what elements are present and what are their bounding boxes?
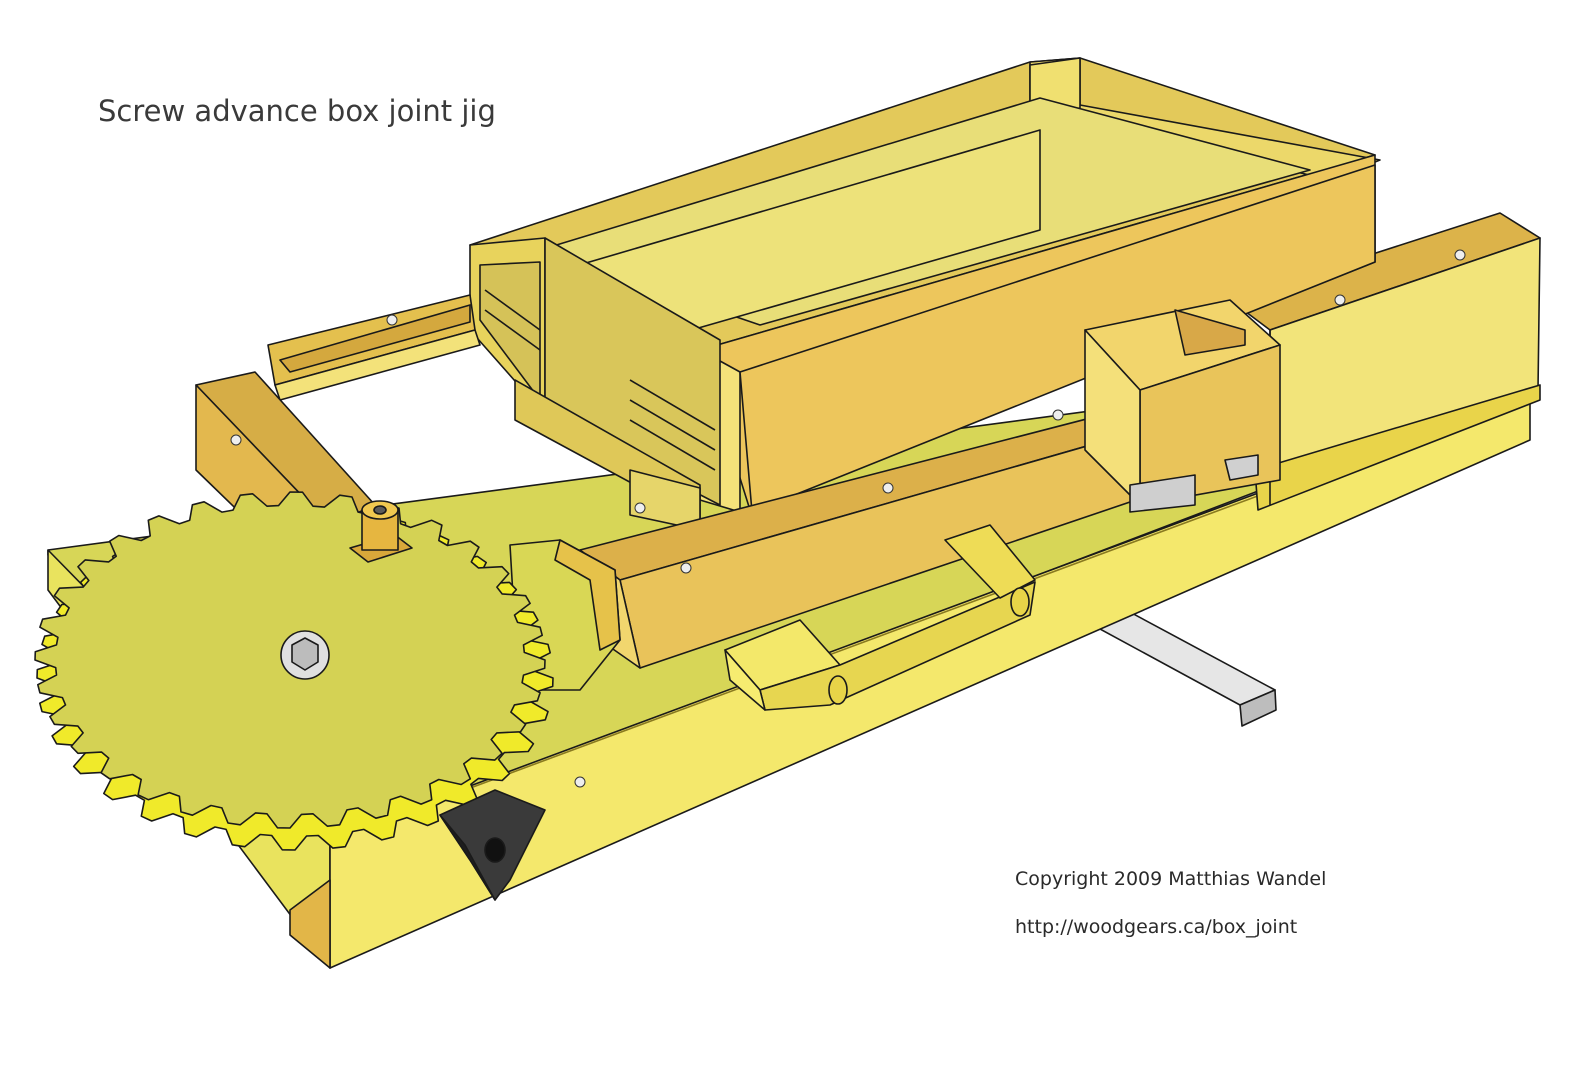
handle [724, 524, 1036, 711]
screw [1454, 249, 1466, 261]
screw [386, 314, 398, 326]
diagram-title: Screw advance box joint jig [98, 94, 496, 128]
screw [1052, 409, 1064, 421]
screw [634, 502, 646, 514]
screw [882, 482, 894, 494]
source-url: http://woodgears.ca/box_joint [1015, 916, 1298, 938]
screw [230, 434, 242, 446]
rear-rail [267, 294, 481, 401]
carriage-box [469, 57, 1381, 531]
right-rail [1229, 212, 1541, 511]
copyright-text: Copyright 2009 Matthias Wandel [1015, 868, 1327, 890]
clamp-block [1084, 299, 1281, 513]
knob [439, 789, 546, 901]
spur-gear [34, 491, 554, 851]
screw [574, 776, 586, 788]
bushing [349, 500, 413, 563]
screw [680, 562, 692, 574]
screw [1334, 294, 1346, 306]
